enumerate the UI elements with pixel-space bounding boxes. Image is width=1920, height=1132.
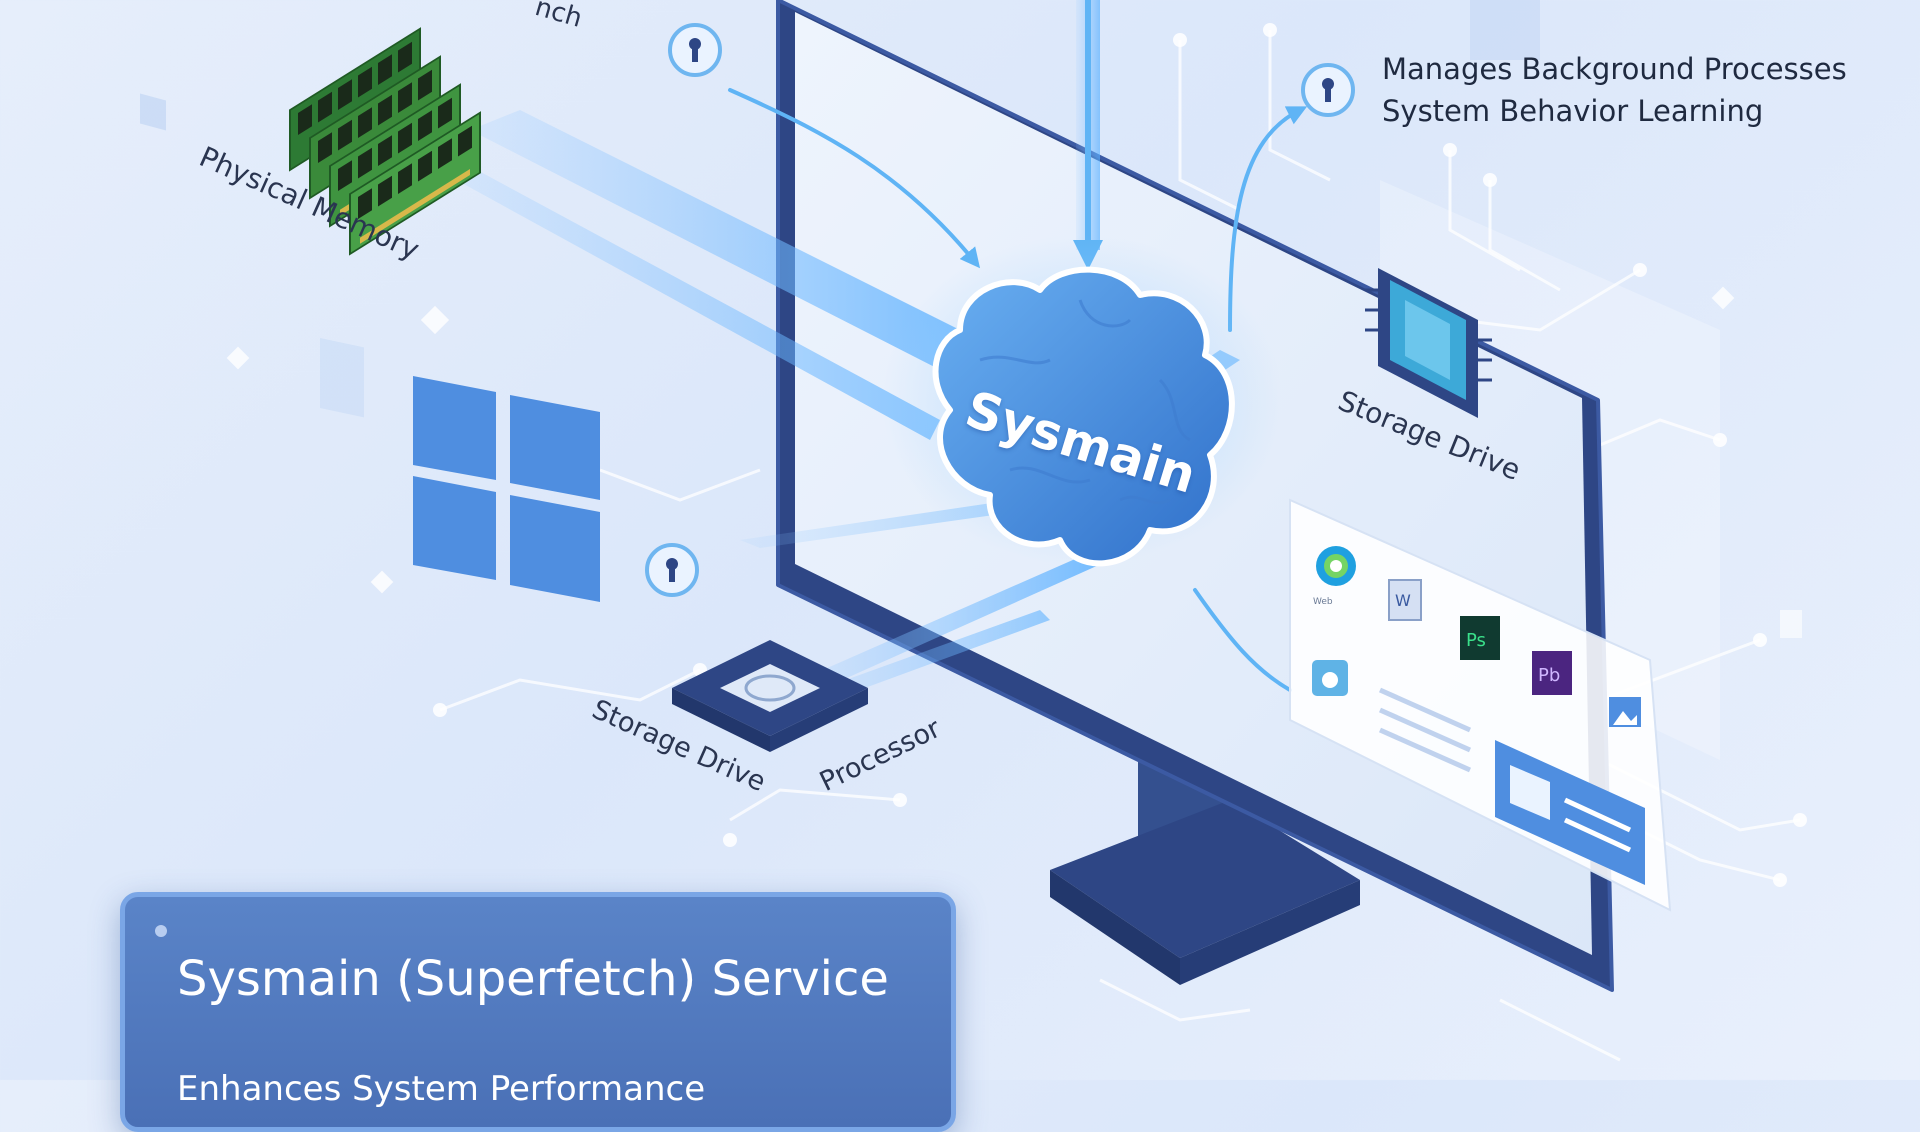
background-processes-label: Manages Background Processes xyxy=(1382,52,1847,86)
image-app-icon xyxy=(1609,697,1641,727)
premiere-icon: Pb xyxy=(1532,651,1572,695)
edge-logo-icon xyxy=(1316,546,1356,586)
app-launcher-window: Web W Ps Pb xyxy=(1289,498,1672,912)
brain-cloud-icon xyxy=(882,235,1282,567)
card-dot-icon xyxy=(155,925,167,937)
circuit-nodes xyxy=(433,23,1807,887)
floating-squares xyxy=(140,0,1802,638)
photoshop-glyph: Ps xyxy=(1466,630,1486,651)
ram-module-icon xyxy=(289,27,481,256)
keyhole-icon xyxy=(645,23,1355,597)
word-doc-glyph: W xyxy=(1395,591,1411,610)
sysmain-diagram: Web W Ps Pb xyxy=(140,0,1807,992)
cpu-chip-icon xyxy=(1365,268,1492,418)
disk-app-icon xyxy=(1312,660,1348,696)
service-title: Sysmain (Superfetch) Service xyxy=(177,951,889,1007)
service-info-card: Sysmain (Superfetch) Service Enhances Sy… xyxy=(120,892,956,1132)
premiere-glyph: Pb xyxy=(1538,665,1560,686)
flow-arrows xyxy=(728,0,1308,692)
behavior-learning-label: System Behavior Learning xyxy=(1382,94,1764,128)
app-label-edge: Web xyxy=(1313,597,1333,607)
word-doc-icon: W xyxy=(1388,579,1422,621)
photoshop-icon: Ps xyxy=(1460,616,1500,660)
storage-drive-icon xyxy=(672,640,868,752)
service-subtitle: Enhances System Performance xyxy=(177,1069,706,1109)
windows-logo-icon xyxy=(413,376,600,602)
